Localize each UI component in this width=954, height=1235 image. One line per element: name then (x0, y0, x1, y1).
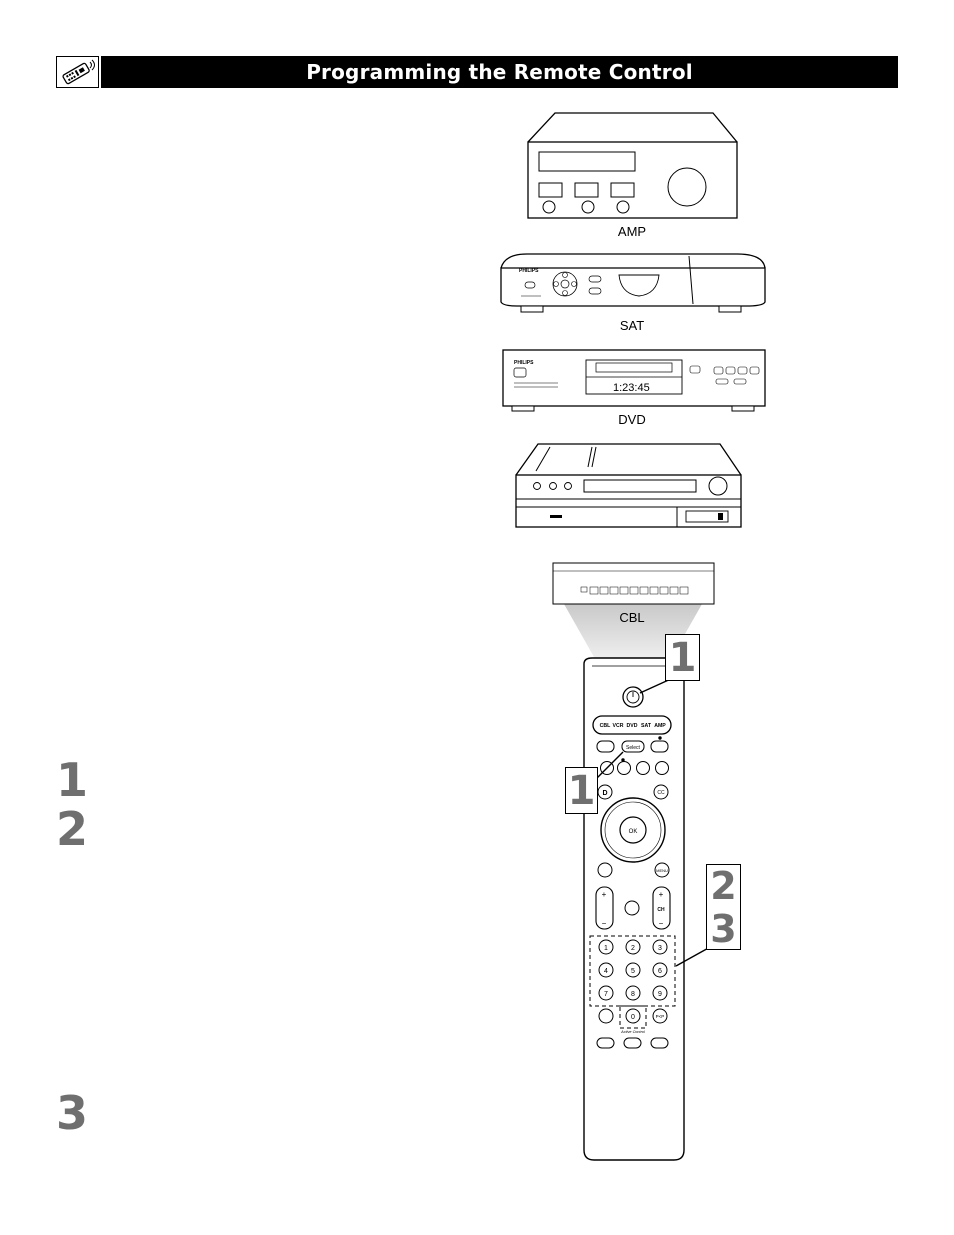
step-number-1: 1 (56, 753, 89, 807)
sat-label: SAT (619, 318, 645, 333)
sat-brand: PHILIPS (519, 268, 539, 274)
callout-step-2: 2 (710, 864, 737, 908)
svg-text:D: D (602, 790, 607, 797)
remote-control-icon (62, 59, 95, 85)
remote-digit-6: 6 (658, 968, 662, 975)
remote-pip-label: P<P (656, 1014, 665, 1019)
cbl-label: CBL (619, 610, 645, 625)
remote-digit-4: 4 (604, 968, 608, 975)
remote-digit-0: 0 (631, 1014, 635, 1021)
dvd-device-illustration: PHILIPS 1:23:45 (502, 349, 766, 412)
callout-step-3: 3 (710, 907, 737, 951)
remote-source-dvd: DVD (627, 723, 638, 729)
remote-digit-8: 8 (631, 991, 635, 998)
remote-ch-label: CH (657, 907, 665, 913)
remote-digit-1: 1 (604, 945, 608, 952)
remote-ok-label: OK (629, 829, 638, 835)
remote-source-amp: AMP (654, 723, 666, 729)
remote-digit-5: 5 (631, 968, 635, 975)
remote-cc-label: CC (657, 790, 665, 796)
svg-text:+: + (602, 890, 607, 899)
page-title: Programming the Remote Control (306, 60, 693, 84)
svg-text:−: − (602, 919, 607, 928)
vcr-device-illustration (515, 443, 742, 528)
callout-step-1-left: 1 (565, 767, 598, 814)
remote-digit-7: 7 (604, 991, 608, 998)
step-number-2: 2 (56, 802, 89, 856)
step-number-3: 3 (56, 1086, 89, 1140)
amp-label: AMP (617, 224, 647, 239)
svg-text:−: − (659, 919, 664, 928)
remote-digit-3: 3 (658, 945, 662, 952)
dvd-display-time: 1:23:45 (613, 382, 650, 394)
callout-step-1-top: 1 (665, 634, 700, 681)
callout-steps-2-3: 2 3 (706, 864, 741, 951)
header-bar: Programming the Remote Control (101, 56, 898, 88)
header-remote-icon-box (56, 56, 99, 88)
svg-text:+: + (659, 890, 664, 899)
remote-select-label: Select (626, 745, 641, 751)
remote-active-control-label: Active Control (620, 1030, 645, 1034)
sat-device-illustration: PHILIPS (500, 253, 766, 313)
remote-digit-9: 9 (658, 991, 662, 998)
remote-source-vcr: VCR (613, 723, 624, 729)
dvd-label: DVD (618, 412, 646, 427)
remote-digit-2: 2 (631, 945, 635, 952)
remote-source-sat: SAT (641, 723, 652, 729)
amp-device-illustration (527, 112, 738, 219)
dvd-brand: PHILIPS (514, 360, 534, 366)
remote-menu-label: MENU (656, 868, 668, 873)
remote-source-cbl: CBL (600, 723, 611, 729)
